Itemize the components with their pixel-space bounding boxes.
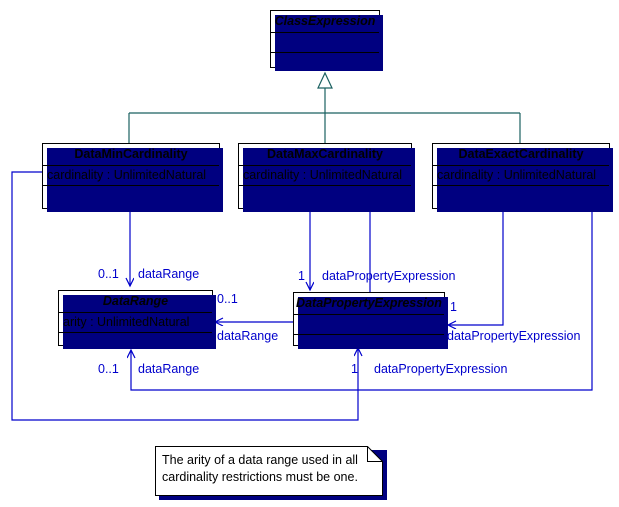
- class-box-data-range[interactable]: DataRange arity : UnlimitedNatural: [58, 290, 216, 349]
- label-role-exact-datapropertyexpression: dataPropertyExpression: [447, 329, 581, 343]
- class-attribute-cardinality-min: cardinality : UnlimitedNatural: [43, 166, 219, 186]
- note-outline-icon: [155, 446, 383, 496]
- label-multiplicity-min-datapropertyexpression: 1: [351, 362, 358, 376]
- class-operations-class-expression: [271, 53, 379, 73]
- class-operations-data-min-cardinality: [43, 186, 219, 206]
- class-name-data-max-cardinality: DataMaxCardinality: [239, 144, 411, 166]
- class-name-data-range: DataRange: [59, 291, 212, 313]
- class-operations-data-exact-cardinality: [433, 186, 609, 206]
- class-name-class-expression: ClassExpression: [271, 11, 379, 33]
- label-multiplicity-exact-datapropertyexpression: 1: [450, 300, 457, 314]
- class-name-data-exact-cardinality: DataExactCardinality: [433, 144, 609, 166]
- class-operations-data-property-expression: [294, 335, 444, 355]
- label-multiplicity-min-datarange: 0..1: [98, 267, 119, 281]
- note-arity-constraint[interactable]: The arity of a data range used in all ca…: [155, 446, 387, 500]
- label-multiplicity-exact-datarange: 0..1: [98, 362, 119, 376]
- class-name-data-property-expression: DataPropertyExpression: [294, 293, 444, 315]
- note-line-2: cardinality restrictions must be one.: [162, 470, 358, 484]
- class-box-data-min-cardinality[interactable]: DataMinCardinality cardinality : Unlimit…: [42, 143, 223, 212]
- label-role-max-datarange: dataRange: [217, 329, 279, 343]
- class-attribute-cardinality-exact: cardinality : UnlimitedNatural: [433, 166, 609, 186]
- box-shadow: [275, 15, 383, 71]
- label-role-exact-datarange: dataRange: [138, 362, 200, 376]
- class-attribute-cardinality-max: cardinality : UnlimitedNatural: [239, 166, 411, 186]
- note-text: The arity of a data range used in all ca…: [162, 452, 377, 486]
- label-multiplicity-max-datarange: 0..1: [217, 292, 238, 306]
- box-shadow: [437, 148, 613, 212]
- label-role-max-datapropertyexpression: dataPropertyExpression: [322, 269, 456, 283]
- note-body: The arity of a data range used in all ca…: [155, 446, 383, 496]
- class-box-data-exact-cardinality[interactable]: DataExactCardinality cardinality : Unlim…: [432, 143, 613, 212]
- class-attribute-arity: arity : UnlimitedNatural: [59, 313, 212, 333]
- note-line-1: The arity of a data range used in all: [162, 453, 358, 467]
- class-box-data-property-expression[interactable]: DataPropertyExpression: [293, 292, 448, 349]
- class-name-data-min-cardinality: DataMinCardinality: [43, 144, 219, 166]
- class-box-class-expression[interactable]: ClassExpression: [270, 10, 383, 71]
- generalization-triangle: [317, 71, 333, 89]
- class-operations-data-max-cardinality: [239, 186, 411, 206]
- generalization-edges: [128, 71, 521, 143]
- class-operations-data-range: [59, 333, 212, 353]
- label-multiplicity-max-datapropertyexpression: 1: [298, 269, 305, 283]
- class-attributes-class-expression: [271, 33, 379, 53]
- label-role-min-datapropertyexpression: dataPropertyExpression: [374, 362, 508, 376]
- class-attributes-data-property-expression: [294, 315, 444, 335]
- class-box-data-max-cardinality[interactable]: DataMaxCardinality cardinality : Unlimit…: [238, 143, 415, 212]
- label-role-min-datarange: dataRange: [138, 267, 200, 281]
